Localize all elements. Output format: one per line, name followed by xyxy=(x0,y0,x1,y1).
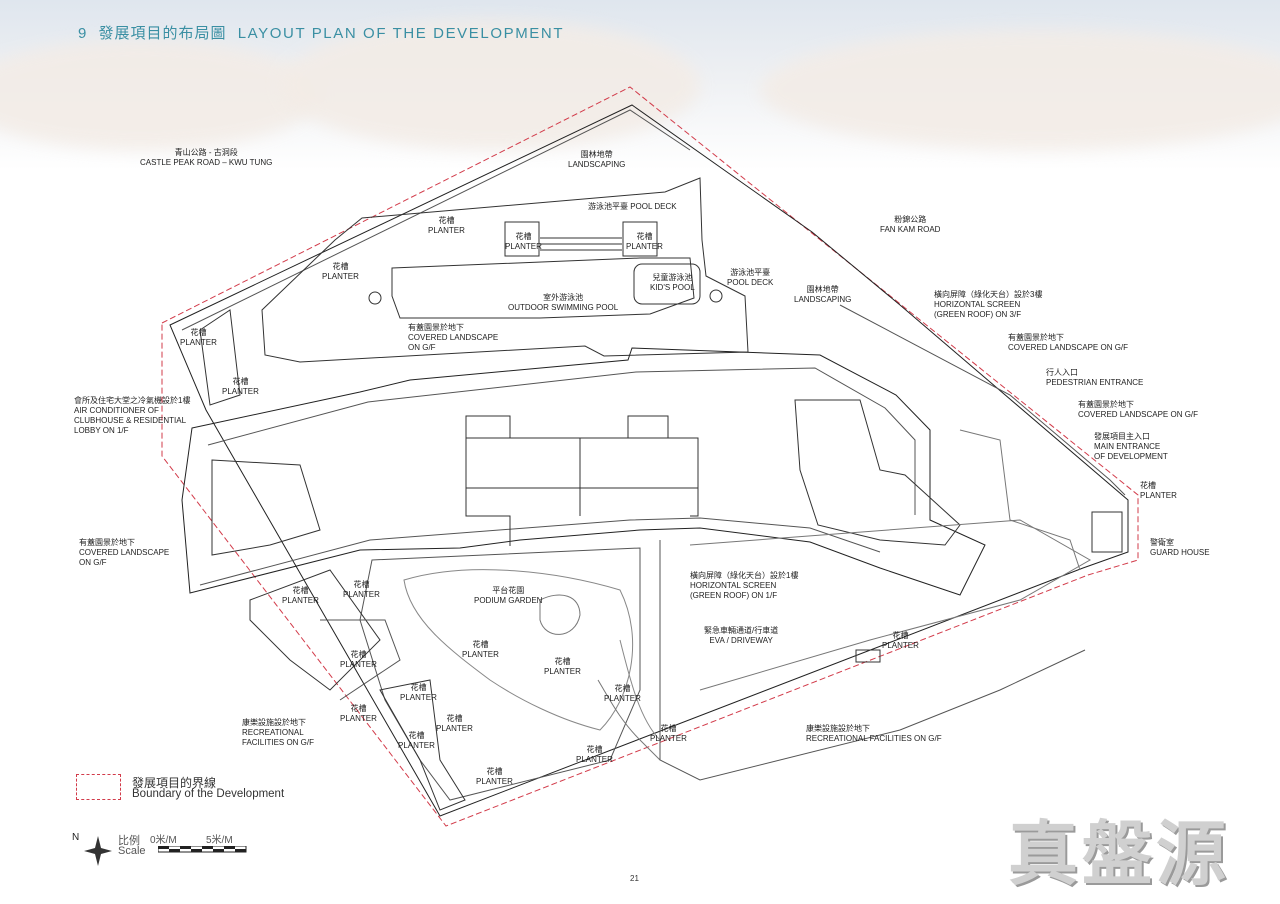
watermark-text: 真盤源 xyxy=(1008,813,1230,895)
planter-box xyxy=(622,221,658,257)
road-edge xyxy=(181,109,691,331)
scale-label-chinese: 比例 xyxy=(118,835,140,847)
scale-tick-zero: 0米/M xyxy=(150,835,177,846)
pool-deck-outline xyxy=(261,177,749,363)
cloud-decoration xyxy=(280,20,700,150)
page-title: 9 發展項目的布局圖 LAYOUT PLAN OF THE DEVELOPMEN… xyxy=(78,22,564,43)
page-number: 21 xyxy=(630,874,639,883)
boundary-swatch xyxy=(76,774,121,800)
driveway-edge xyxy=(659,540,1086,781)
cloud-decoration xyxy=(760,30,1280,150)
site-outline xyxy=(169,104,1129,817)
label-pool-deck: 游泳池平臺 POOL DECK xyxy=(588,202,677,211)
scale-tick-five: 5米/M xyxy=(206,835,233,846)
cloud-decoration xyxy=(0,40,320,150)
kids-pool-box xyxy=(633,263,701,305)
section-number: 9 xyxy=(78,25,88,42)
title-chinese: 發展項目的布局圖 xyxy=(98,24,227,42)
scale-label-english: Scale xyxy=(118,845,146,857)
tower-outline xyxy=(181,347,986,596)
title-english: LAYOUT PLAN OF THE DEVELOPMENT xyxy=(237,25,565,42)
core-block xyxy=(465,437,699,489)
north-label: N xyxy=(72,832,80,843)
planter-box xyxy=(504,221,540,257)
pool-outline xyxy=(391,257,695,319)
boundary-line xyxy=(161,86,1139,827)
north-arrow-icon xyxy=(84,836,112,866)
podium-garden-path xyxy=(359,547,641,801)
guard-house xyxy=(1091,511,1123,553)
legend-label-chinese: 發展項目的界線 xyxy=(132,776,217,790)
legend-label-english: Boundary of the Development xyxy=(132,788,285,800)
scale-ruler xyxy=(158,846,247,853)
scale-bar: N 比例 Scale 0米/M 5米/M xyxy=(72,830,272,870)
